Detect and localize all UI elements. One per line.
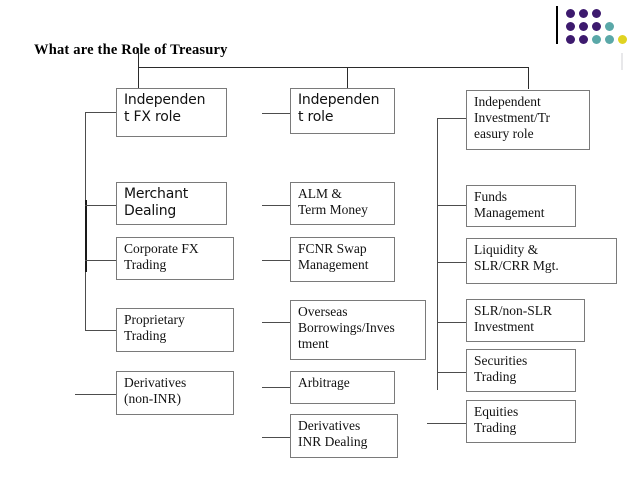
- node-independent-fx-role[interactable]: Independen t FX role: [116, 88, 227, 137]
- connector-col3-spine: [437, 118, 438, 390]
- logo-dot: [592, 9, 601, 18]
- node-merchant-dealing[interactable]: Merchant Dealing: [116, 182, 227, 225]
- node-alm-term-money[interactable]: ALM & Term Money: [290, 182, 395, 225]
- logo-dot: [592, 35, 601, 44]
- logo-dot: [579, 35, 588, 44]
- node-label: Securities Trading: [474, 353, 528, 384]
- node-label: Liquidity & SLR/CRR Mgt.: [474, 242, 559, 273]
- connector-col3-branch-4: [437, 322, 466, 323]
- node-label: Derivatives (non-INR): [124, 375, 187, 406]
- node-arbitrage[interactable]: Arbitrage: [290, 371, 395, 404]
- node-label: Overseas Borrowings/Inves tment: [298, 304, 395, 351]
- node-label: SLR/non-SLR Investment: [474, 303, 553, 334]
- node-label: Independen t FX role: [124, 92, 206, 125]
- node-equities-trading[interactable]: Equities Trading: [466, 400, 576, 443]
- connector-col3-branch-5: [437, 372, 466, 373]
- node-label: Merchant Dealing: [124, 186, 189, 219]
- node-independent-investment-treasury-role[interactable]: Independent Investment/Tr easury role: [466, 90, 590, 150]
- node-fcnr-swap-management[interactable]: FCNR Swap Management: [290, 237, 395, 282]
- logo-dot: [605, 35, 614, 44]
- connector-col1-branch-4: [85, 330, 116, 331]
- node-label: Equities Trading: [474, 404, 519, 435]
- logo-dot: [592, 22, 601, 31]
- node-overseas-borrowings-investment[interactable]: Overseas Borrowings/Inves tment: [290, 300, 426, 360]
- connector-drop-col2: [347, 67, 348, 89]
- logo-vertical-bar: [556, 6, 558, 44]
- connector-root-stem: [138, 48, 139, 68]
- node-label: Derivatives INR Dealing: [298, 418, 368, 449]
- connector-col3-branch-3: [437, 262, 466, 263]
- node-label: Proprietary Trading: [124, 312, 185, 343]
- connector-col2-stub-6: [262, 437, 290, 438]
- logo-dot: [579, 9, 588, 18]
- logo-dot: [605, 22, 614, 31]
- node-derivatives-inr-dealing[interactable]: Derivatives INR Dealing: [290, 414, 398, 458]
- node-label: FCNR Swap Management: [298, 241, 369, 272]
- node-label: Independent Investment/Tr easury role: [474, 94, 551, 141]
- connector-col1-branch-2: [85, 205, 116, 206]
- connector-col1-branch-1: [85, 112, 116, 113]
- logo-dot: [566, 9, 575, 18]
- node-independent-role[interactable]: Independen t role: [290, 88, 395, 134]
- logo-dot: [566, 22, 575, 31]
- node-label: Arbitrage: [298, 375, 350, 390]
- connector-col1-spine-accent: [85, 200, 87, 272]
- connector-col3-branch-6: [427, 423, 466, 424]
- connector-col2-stub-2: [262, 205, 290, 206]
- connector-col2-stub-4: [262, 322, 290, 323]
- node-securities-trading[interactable]: Securities Trading: [466, 349, 576, 392]
- logo-dot: [579, 22, 588, 31]
- connector-col3-branch-1: [437, 118, 466, 119]
- logo-dot: [618, 35, 627, 44]
- page-title: What are the Role of Treasury: [34, 42, 228, 58]
- node-label: ALM & Term Money: [298, 186, 368, 217]
- connector-col3-branch-2: [437, 205, 466, 206]
- node-corporate-fx-trading[interactable]: Corporate FX Trading: [116, 237, 234, 280]
- node-funds-management[interactable]: Funds Management: [466, 185, 576, 227]
- decorative-dot-logo: [556, 6, 632, 46]
- connector-root-bus: [138, 67, 529, 68]
- node-proprietary-trading[interactable]: Proprietary Trading: [116, 308, 234, 352]
- node-label: Corporate FX Trading: [124, 241, 199, 272]
- node-slr-non-slr-investment[interactable]: SLR/non-SLR Investment: [466, 299, 585, 342]
- node-derivatives-non-inr[interactable]: Derivatives (non-INR): [116, 371, 234, 415]
- connector-col2-stub-1: [262, 113, 290, 114]
- connector-col2-stub-3: [262, 260, 290, 261]
- scan-artifact: [621, 53, 623, 70]
- connector-drop-col1: [138, 67, 139, 89]
- node-liquidity-slr-crr-mgt[interactable]: Liquidity & SLR/CRR Mgt.: [466, 238, 617, 284]
- connector-drop-col3: [528, 67, 529, 89]
- connector-col1-branch-3: [85, 260, 116, 261]
- connector-col2-stub-5: [262, 387, 290, 388]
- node-label: Funds Management: [474, 189, 545, 220]
- connector-col1-branch-5: [75, 394, 116, 395]
- logo-dot: [566, 35, 575, 44]
- node-label: Independen t role: [298, 92, 380, 125]
